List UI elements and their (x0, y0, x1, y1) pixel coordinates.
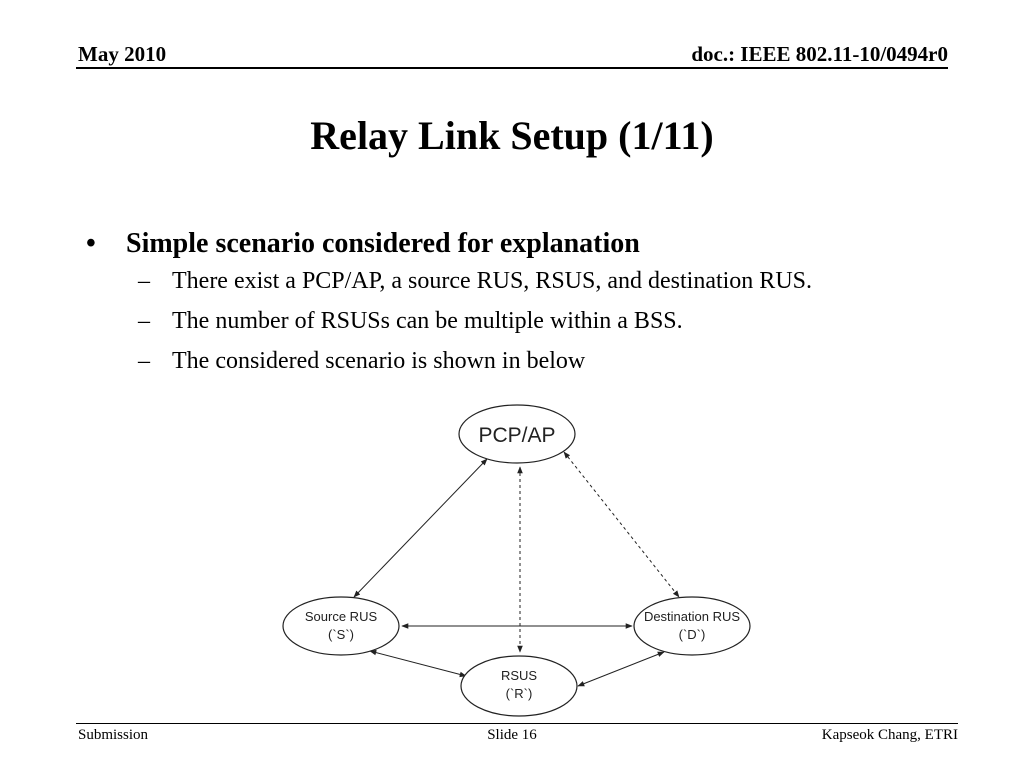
dash-icon: – (138, 348, 150, 374)
footer-author: Kapseok Chang, ETRI (821, 727, 958, 743)
bullet-list: • Simple scenario considered for explana… (86, 228, 964, 388)
dash-icon: – (138, 268, 150, 294)
node-rsus: RSUS (`R`) (460, 655, 578, 717)
header-date: May 2010 (78, 42, 167, 66)
header-divider (76, 67, 948, 69)
link-pcp-source (353, 458, 488, 598)
link-source-rsus (369, 649, 467, 678)
node-destination-rus-sublabel: (`D`) (679, 627, 706, 642)
sub-bullet-text: The considered scenario is shown in belo… (172, 348, 586, 374)
footer-slide-number: Slide 16 (487, 727, 537, 743)
link-pcp-dest (563, 451, 680, 598)
node-rsus-sublabel: (`R`) (506, 686, 533, 701)
sub-bullet-text: The number of RSUSs can be multiple with… (172, 308, 683, 334)
node-destination-rus: Destination RUS (`D`) (633, 596, 751, 656)
main-bullet: • Simple scenario considered for explana… (86, 228, 964, 260)
link-rsus-dest (577, 651, 665, 687)
main-bullet-text: Simple scenario considered for explanati… (126, 228, 640, 259)
node-rsus-label: RSUS (501, 668, 537, 683)
footer-submission: Submission (78, 727, 149, 743)
sub-bullet-list: – There exist a PCP/AP, a source RUS, RS… (138, 268, 964, 388)
sub-bullet-text: There exist a PCP/AP, a source RUS, RSUS… (172, 268, 812, 294)
dash-icon: – (138, 308, 150, 334)
sub-bullet: – The considered scenario is shown in be… (138, 348, 964, 388)
sub-bullet: – The number of RSUSs can be multiple wi… (138, 308, 964, 348)
slide-title: Relay Link Setup (1/11) (310, 113, 714, 158)
node-destination-rus-label: Destination RUS (644, 609, 740, 624)
node-source-rus-label: Source RUS (305, 609, 378, 624)
node-pcp-ap-label: PCP/AP (478, 424, 555, 447)
header-doc-id: doc.: IEEE 802.11-10/0494r0 (691, 42, 948, 66)
bullet-dot-icon: • (86, 228, 96, 259)
node-source-rus-sublabel: (`S`) (328, 627, 354, 642)
sub-bullet: – There exist a PCP/AP, a source RUS, RS… (138, 268, 964, 308)
node-pcp-ap: PCP/AP (458, 404, 576, 464)
footer-divider (76, 723, 958, 724)
node-source-rus: Source RUS (`S`) (282, 596, 400, 656)
